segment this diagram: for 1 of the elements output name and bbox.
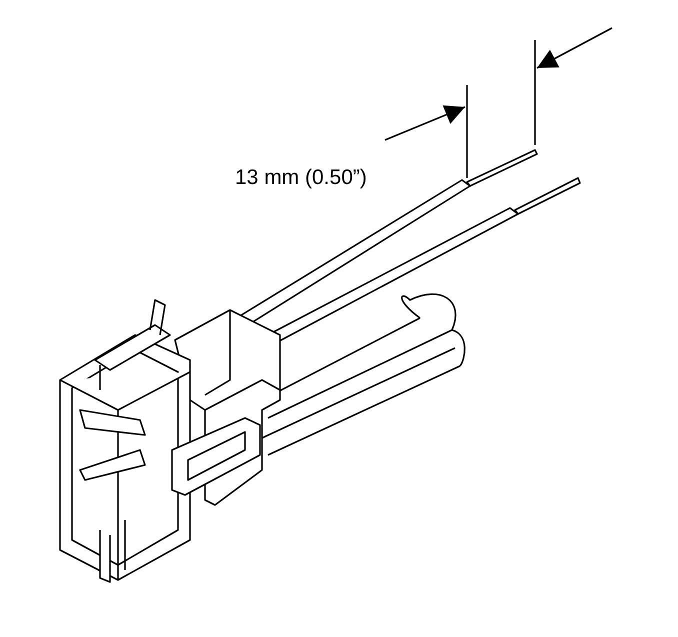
dimension-label: 13 mm (0.50”) bbox=[235, 166, 367, 190]
